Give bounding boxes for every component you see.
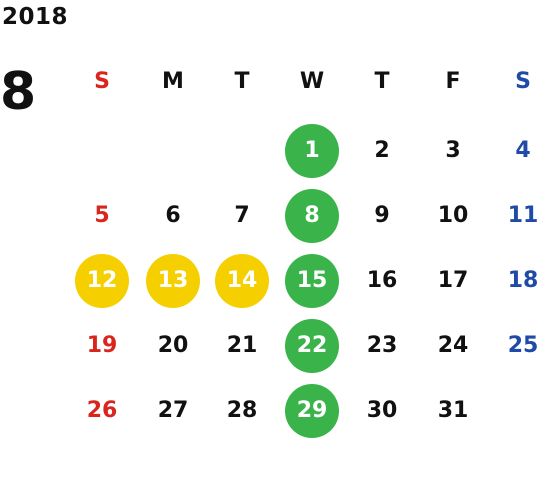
day-cell[interactable]: 19 [86, 333, 118, 358]
day-cell-highlight-green[interactable]: 15 [285, 254, 339, 308]
day-cell[interactable]: 2 [374, 138, 390, 163]
weekday-header: F [445, 69, 461, 94]
day-cell[interactable]: 27 [157, 398, 189, 423]
weekday-header: S [94, 69, 110, 94]
day-cell-highlight-green[interactable]: 29 [285, 384, 339, 438]
day-cell[interactable]: 6 [165, 203, 181, 228]
day-cell-highlight-green[interactable]: 22 [285, 319, 339, 373]
weekday-header: S [515, 69, 531, 94]
year-label: 2018 [2, 4, 69, 30]
day-cell-highlight-green[interactable]: 1 [285, 124, 339, 178]
day-cell-highlight-yellow[interactable]: 13 [146, 254, 200, 308]
day-cell[interactable]: 28 [226, 398, 258, 423]
day-cell[interactable]: 3 [445, 138, 461, 163]
weekday-header: M [162, 69, 184, 94]
day-cell-highlight-green[interactable]: 8 [285, 189, 339, 243]
weekday-header: T [374, 69, 390, 94]
day-cell[interactable]: 21 [226, 333, 258, 358]
day-cell-highlight-yellow[interactable]: 14 [215, 254, 269, 308]
day-cell[interactable]: 30 [366, 398, 398, 423]
day-cell[interactable]: 7 [234, 203, 250, 228]
weekday-header: W [299, 69, 325, 94]
day-cell[interactable]: 25 [507, 333, 539, 358]
day-cell[interactable]: 16 [366, 268, 398, 293]
day-cell[interactable]: 24 [437, 333, 469, 358]
day-cell[interactable]: 20 [157, 333, 189, 358]
day-cell[interactable]: 11 [507, 203, 539, 228]
day-cell-highlight-yellow[interactable]: 12 [75, 254, 129, 308]
day-cell[interactable]: 5 [94, 203, 110, 228]
weekday-header: T [234, 69, 250, 94]
day-cell[interactable]: 4 [515, 138, 531, 163]
day-cell[interactable]: 17 [437, 268, 469, 293]
month-number: 8 [0, 62, 37, 122]
day-cell[interactable]: 18 [507, 268, 539, 293]
day-cell[interactable]: 26 [86, 398, 118, 423]
day-cell[interactable]: 9 [374, 203, 390, 228]
day-cell[interactable]: 31 [437, 398, 469, 423]
day-cell[interactable]: 23 [366, 333, 398, 358]
day-cell[interactable]: 10 [437, 203, 469, 228]
